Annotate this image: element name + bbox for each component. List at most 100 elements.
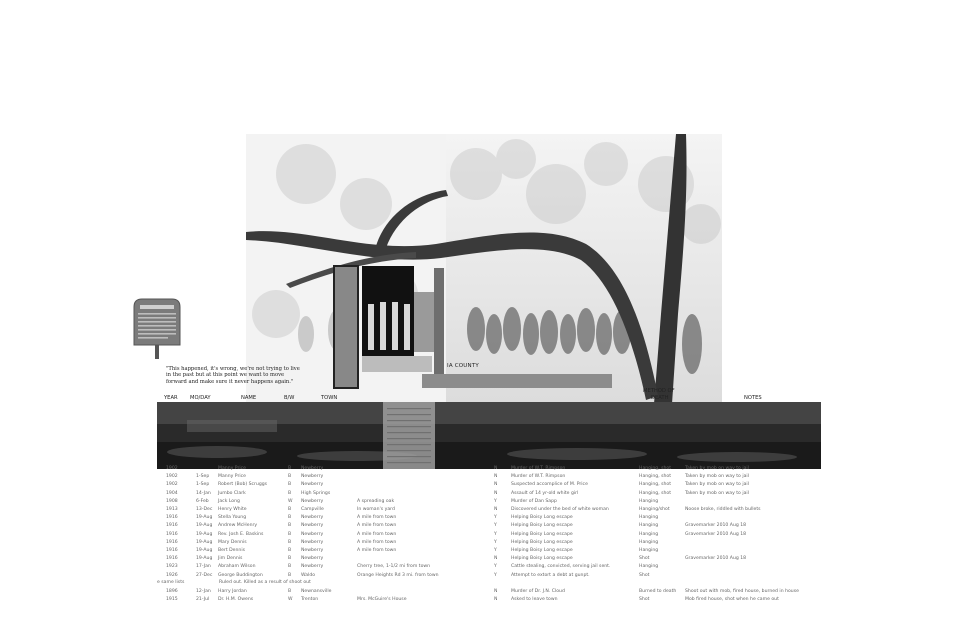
cell-meth: Hanging, shot — [639, 482, 672, 488]
cell-note: Shoot out with mob, fired house, burned … — [685, 589, 799, 594]
cell-meth: Hanging — [639, 539, 659, 545]
cell-bw: B — [288, 539, 292, 545]
cell-bw: B — [288, 564, 292, 570]
header-notes: NOTES — [744, 395, 762, 401]
cell-loc: A spreading oak — [357, 498, 395, 504]
cell-acc: Murder of W.T. Rimpson — [511, 466, 566, 471]
cell-town: Newberry — [301, 531, 324, 537]
header-death: DEATH — [651, 395, 669, 401]
cell-yn: Y — [494, 531, 497, 537]
cell-town: Newnansville — [301, 589, 332, 594]
cell-meth: Hanging — [639, 498, 659, 504]
cell-year: 1913 — [166, 507, 178, 512]
quote-text: "This happened, it's wrong, we're not tr… — [166, 366, 300, 385]
cell-meth: Burned to death — [639, 589, 677, 594]
cell-acc: Attempt to extort a debt at gunpt. — [511, 572, 590, 578]
cell-town: Newberry — [301, 539, 324, 545]
cell-day: 12-Jan — [196, 589, 211, 594]
cell-bw: W — [288, 498, 293, 504]
landscape-photo-band — [157, 402, 821, 469]
cell-name: Robert (Bob) Scruggs — [218, 482, 268, 488]
cell-bw: B — [288, 572, 292, 578]
cell-note: Taken by mob on way to jail — [685, 474, 749, 480]
cell-yn: N — [494, 589, 498, 594]
cell-day: 19-Aug — [196, 539, 213, 545]
header-year: YEAR — [164, 395, 178, 401]
cell-loc: A mile from town — [357, 548, 397, 553]
cell-name: Jumbo Clark — [218, 490, 246, 496]
header-method: METHOD OF — [643, 388, 675, 394]
cell-note: Noose broke, riddled with bullets — [685, 507, 761, 512]
cell-town: Newberry — [301, 498, 324, 504]
cell-meth: Shot — [639, 597, 650, 603]
cell-loc: In woman's yard — [357, 507, 395, 512]
cell-town: Newberry — [301, 523, 324, 529]
cell-town: Newberry — [301, 515, 324, 521]
cell-name: Dr. H.M. Owens — [218, 597, 254, 603]
cell-town: Newberry — [301, 466, 324, 471]
cell-meth: Hanging — [639, 523, 659, 529]
cell-year: 1902 — [166, 466, 178, 471]
cell-year: 1916 — [166, 523, 178, 529]
cell-bw: B — [288, 474, 292, 480]
cell-name: Stella Young — [218, 515, 247, 521]
county-label: IA COUNTY — [447, 363, 479, 369]
cell-acc: Discovered under the bed of white woman — [511, 507, 609, 512]
cell-bw: B — [288, 523, 292, 529]
cell-name: Henry White — [218, 507, 247, 512]
cell-year: 1904 — [166, 490, 178, 496]
cell-acc: Helping Boisy Long escape — [511, 548, 573, 553]
cell-yn: N — [494, 597, 498, 603]
header-moday: MO/DAY — [190, 395, 211, 401]
cell-meth: Hanging — [639, 515, 659, 521]
cell-year: 1908 — [166, 498, 178, 504]
cell-day: 27-Dec — [196, 572, 213, 578]
cell-acc: Murder of Dan Sapp — [511, 498, 557, 504]
cell-yn: N — [494, 474, 498, 480]
cell-bw: B — [288, 482, 292, 488]
cell-acc: Murder of Dr. J.N. Cloud — [511, 589, 565, 594]
cell-year: 1916 — [166, 548, 178, 553]
cell-loc: A mile from town — [357, 531, 397, 537]
cell-acc: Suspected accomplice of M. Price — [511, 482, 588, 488]
cell-note: Taken by mob on way to jail — [685, 490, 749, 496]
cell-name: Jim Dennis — [218, 556, 243, 562]
cell-town: Campville — [301, 507, 324, 512]
cell-yn: Y — [494, 515, 497, 521]
cell-year: 1926 — [166, 572, 178, 578]
cell-meth: Hanging, shot — [639, 474, 672, 480]
cell-note: Taken by mob on way to jail — [685, 466, 749, 471]
cell-day: 21-Jul — [196, 597, 210, 603]
cell-bw: B — [288, 466, 292, 471]
cell-year: 1916 — [166, 556, 178, 562]
cell-acc: Asked to leave town — [511, 597, 558, 603]
cell-acc: Helping Boisy Long escape — [511, 515, 573, 521]
cell-year: 1923 — [166, 564, 178, 570]
cell-loc: Cherry tree, 1-1/2 mi from town — [357, 564, 431, 570]
cell-meth: Hanging, shot — [639, 490, 672, 496]
cell-town: Newberry — [301, 564, 324, 570]
cell-meth: Hanging — [639, 548, 659, 553]
extra-label: e same lists — [157, 580, 185, 585]
clipping-strip — [362, 356, 432, 372]
cell-loc: Mrs. McGuire's House — [357, 597, 407, 603]
cell-day: 1-Sep — [196, 474, 210, 480]
cell-yn: Y — [494, 498, 497, 504]
cell-day: 19-Aug — [196, 531, 213, 537]
cell-year: 1902 — [166, 482, 178, 488]
cell-name: Andrew McHenry — [218, 523, 258, 529]
cell-day: 19-Aug — [196, 548, 213, 553]
cell-year: 1915 — [166, 597, 178, 603]
cell-meth: Hanging/shot — [639, 507, 670, 512]
extra-note: Ruled out. Killed as a result of shoot o… — [219, 580, 311, 585]
cell-day: 17-Jan — [196, 564, 211, 570]
